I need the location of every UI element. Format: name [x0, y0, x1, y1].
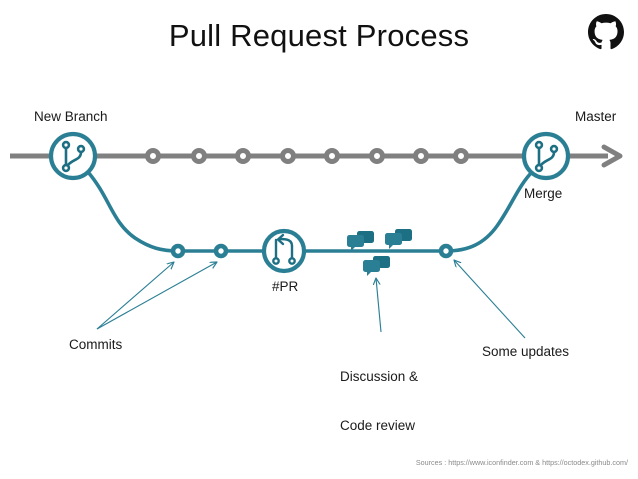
comment-bubble-icon — [363, 256, 390, 276]
master-commit-dot — [191, 148, 207, 164]
arrow-discussion — [376, 278, 382, 333]
label-merge: Merge — [524, 186, 563, 201]
arrow-commits-1 — [96, 262, 174, 330]
git-branch-icon — [61, 140, 86, 173]
arrow-some-updates — [454, 260, 526, 339]
page-title: Pull Request Process — [168, 18, 470, 53]
master-commit-dots — [145, 148, 469, 164]
label-discussion-line1: Discussion & — [340, 368, 419, 384]
commit-node-1 — [170, 243, 186, 259]
branch-commit-dots — [170, 243, 454, 259]
comment-bubble-icon — [385, 229, 412, 249]
master-commit-dot — [280, 148, 296, 164]
label-commits: Commits — [69, 337, 123, 352]
new-branch-node[interactable] — [48, 131, 98, 181]
merge-in-curve — [444, 169, 535, 253]
commit-node-2 — [213, 243, 229, 259]
label-discussion-line2: Code review — [340, 418, 416, 434]
label-discussion-code-review: Discussion & Code review — [340, 336, 418, 468]
github-octocat-logo — [588, 14, 624, 50]
master-commit-dot — [453, 148, 469, 164]
pull-request-icon — [272, 233, 296, 265]
label-some-updates: Some updates — [482, 344, 570, 359]
git-branch-icon — [534, 140, 559, 173]
master-commit-dot — [369, 148, 385, 164]
label-new-branch: New Branch — [34, 109, 108, 124]
branch-out-curve — [86, 170, 180, 253]
update-node — [438, 243, 454, 259]
master-commit-dot — [145, 148, 161, 164]
comment-bubble-icon — [347, 231, 374, 251]
master-commit-dot — [235, 148, 251, 164]
master-commit-dot — [413, 148, 429, 164]
annotation-arrows — [96, 260, 526, 339]
pull-request-node[interactable] — [261, 228, 307, 274]
master-branch-line — [10, 144, 623, 168]
sources-footer: Sources : https://www.iconfinder.com & h… — [415, 458, 628, 467]
merge-node[interactable] — [521, 131, 571, 181]
master-commit-dot — [324, 148, 340, 164]
arrow-commits-2 — [96, 262, 217, 330]
label-pull-request: #PR — [272, 279, 299, 294]
label-master: Master — [575, 109, 617, 124]
